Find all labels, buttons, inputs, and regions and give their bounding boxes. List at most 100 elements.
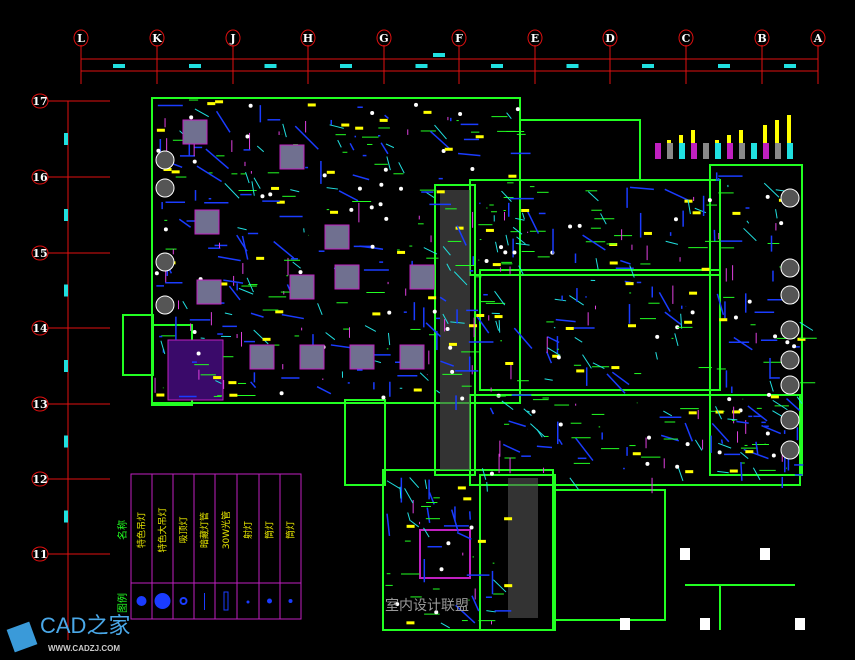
yellow-tag (163, 168, 172, 172)
cyan-line (506, 112, 512, 119)
cyan-line (592, 362, 605, 369)
cyan-line (481, 468, 487, 480)
yellow-tag (406, 524, 415, 528)
yellow-tag (504, 584, 513, 588)
fixture-dot (727, 397, 732, 402)
cyan-line (740, 451, 749, 460)
fixture-line (455, 604, 476, 624)
fixture-dot (279, 391, 284, 396)
cyan-line (453, 271, 468, 286)
cyan-line (493, 579, 507, 593)
yellow-tag (505, 361, 514, 365)
fixture-dot (515, 107, 520, 112)
cyan-line (718, 442, 732, 449)
yellow-tag (685, 470, 694, 474)
fixture-dot (690, 310, 695, 315)
yellow-tag (732, 211, 741, 215)
fixture-line (740, 461, 743, 481)
yellow-tag (330, 210, 339, 214)
cyan-line (442, 246, 451, 256)
fixture-line (716, 293, 725, 316)
grid-bubble (225, 29, 241, 47)
yellow-tag (406, 621, 415, 625)
fixture-line (736, 420, 749, 424)
fixture-dot (747, 299, 752, 304)
fixture-line (476, 316, 490, 334)
fixture-line (440, 360, 454, 367)
fixture-line (223, 279, 244, 284)
yellow-tag (469, 324, 478, 328)
dimension-text (64, 209, 68, 221)
watermark-url: WWW.CADZJ.COM (48, 644, 120, 653)
fixture-dot (384, 216, 389, 221)
yellow-tag (565, 326, 574, 330)
yellow-tag (156, 393, 165, 397)
fixture-line (508, 420, 526, 428)
yellow-tag (455, 226, 464, 230)
yellow-tag (521, 208, 530, 212)
yellow-tag (215, 100, 224, 104)
yellow-tag (219, 282, 228, 286)
fixture-line (660, 434, 680, 442)
cyan-line (799, 321, 814, 331)
dimension-text (64, 360, 68, 372)
yellow-tag (228, 381, 237, 385)
cyan-line (446, 263, 451, 271)
fixture-dot (383, 167, 388, 172)
fixture-dot (717, 450, 722, 455)
fixture-dot (156, 148, 161, 153)
fixture-line (761, 424, 782, 435)
fixture-line (196, 165, 222, 183)
building-plan (122, 97, 817, 631)
fixture-line (250, 312, 264, 318)
fixture-dot (446, 541, 451, 546)
cyan-line (743, 227, 757, 242)
fixture-dot (248, 103, 253, 108)
ceiling-panel (249, 344, 275, 370)
grid-bubble (602, 29, 618, 47)
fixture-dot (395, 602, 400, 607)
ceiling-grid-area (167, 339, 224, 401)
cyan-line (423, 527, 430, 538)
yellow-tag (609, 261, 618, 265)
yellow-tag (229, 393, 238, 397)
fixture-line (250, 381, 257, 389)
cyan-line (224, 183, 240, 199)
cyan-line (629, 265, 635, 278)
fixture-line (380, 142, 389, 155)
legend-name-header: 名称 (116, 520, 129, 540)
fixture-line (786, 398, 801, 412)
grid-bubble (31, 546, 49, 562)
cyan-line (253, 177, 261, 189)
cyan-line (292, 261, 301, 269)
cyan-line (518, 265, 524, 275)
cyan-line (544, 378, 553, 381)
fixture-dot (349, 207, 354, 212)
fixture-dot (163, 227, 168, 232)
watermark-brand: CAD之家 (40, 613, 131, 638)
cyan-line (772, 410, 784, 418)
grid-label-15: 15 (32, 247, 47, 260)
fixture-line (273, 240, 295, 259)
cyan-line (547, 347, 561, 356)
fixture-dot (196, 351, 201, 356)
yellow-tag (576, 369, 585, 373)
cyan-line (237, 227, 247, 231)
round-table (780, 410, 800, 430)
cyan-line (374, 360, 382, 364)
cyan-line (512, 226, 523, 235)
yellow-tag (341, 123, 350, 127)
fixture-dot (434, 610, 439, 615)
fluorescent-tube-icon (223, 591, 229, 611)
cyan-line (409, 477, 420, 489)
cyan-line (440, 622, 450, 629)
cyan-line (772, 399, 788, 411)
cyan-line (694, 439, 703, 451)
yellow-tag (625, 282, 634, 286)
wall-outline (709, 164, 803, 476)
fixture-dot (647, 435, 652, 440)
downlight-icon (288, 599, 293, 603)
hatch-sample (703, 143, 709, 159)
grid-label-K: K (152, 32, 162, 45)
fixture-dot (370, 110, 375, 115)
